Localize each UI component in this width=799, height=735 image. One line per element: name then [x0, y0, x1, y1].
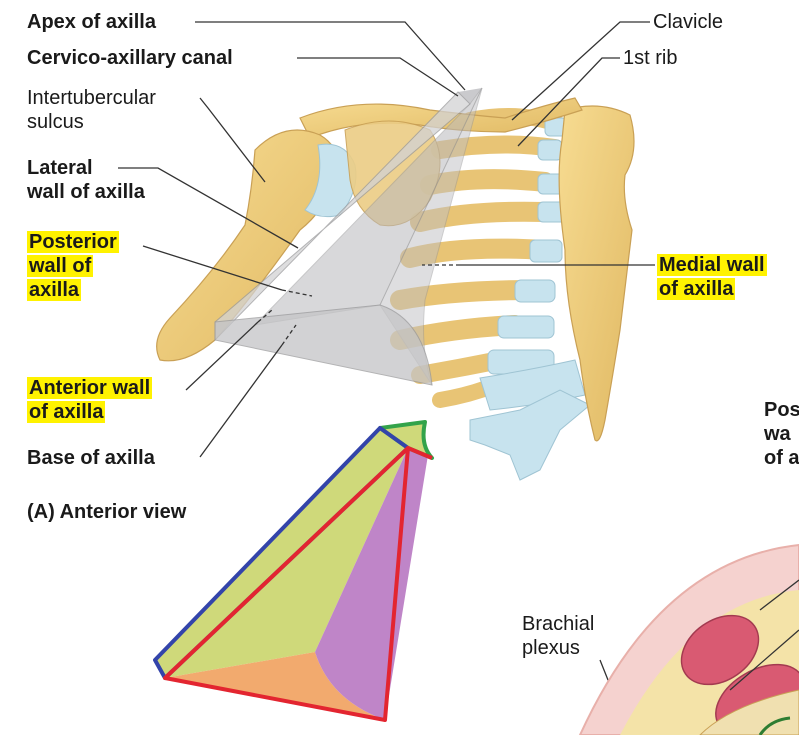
posterior-wall-face — [165, 652, 385, 720]
label-base-of-axilla: Base of axilla — [27, 447, 155, 469]
axilla-pyramid — [214, 87, 483, 386]
label-anterior-line1: Anterior wall — [27, 377, 153, 399]
label-medial-line2: of axilla — [657, 278, 736, 300]
costal-cartilage — [469, 117, 591, 481]
label-brachial-line2: plexus — [522, 637, 580, 659]
anterior-wall-face — [155, 428, 408, 678]
label-apex-of-axilla: Apex of axilla — [27, 11, 156, 33]
label-posterior-line1: Posterior — [27, 231, 119, 253]
label-cervico-axillary-canal: Cervico-axillary canal — [27, 47, 233, 69]
label-posterior-wall: Posterior wall of axilla — [27, 230, 119, 302]
label-cut-line3: of a — [764, 447, 799, 469]
sternum — [558, 105, 635, 442]
label-anterior-view: (A) Anterior view — [27, 501, 187, 523]
label-anterior-line2: of axilla — [27, 401, 106, 423]
label-cut-line1: Pos — [764, 399, 799, 421]
label-medial-line1: Medial wall — [657, 254, 767, 276]
label-lateral-line1: Lateral — [27, 157, 93, 179]
label-medial-wall: Medial wall of axilla — [657, 253, 767, 301]
label-brachial-line1: Brachial — [522, 613, 595, 635]
label-intertubercular-line1: Intertubercular — [27, 87, 156, 109]
label-posterior-line3: axilla — [27, 279, 82, 301]
red-edge — [163, 446, 410, 722]
label-clavicle: Clavicle — [653, 11, 724, 33]
label-first-rib: 1st rib — [623, 47, 678, 69]
schematic-pyramid — [153, 420, 434, 722]
label-lateral-line2: wall of axilla — [27, 181, 145, 203]
label-cut-line2: wa — [764, 423, 791, 445]
label-lateral-wall: Lateral wall of axilla — [27, 156, 145, 204]
label-posterior-line2: wall of — [27, 255, 94, 277]
cross-section — [578, 543, 799, 735]
medial-wall-face — [315, 448, 428, 720]
label-posterior-wall-cut: Pos wa of a — [764, 398, 799, 470]
label-brachial-plexus: Brachial plexus — [522, 612, 594, 660]
label-intertubercular-line2: sulcus — [27, 111, 84, 133]
label-anterior-wall: Anterior wall of axilla — [27, 376, 153, 424]
label-intertubercular-sulcus: Intertubercular sulcus — [27, 86, 156, 134]
leader-lines — [118, 21, 655, 735]
